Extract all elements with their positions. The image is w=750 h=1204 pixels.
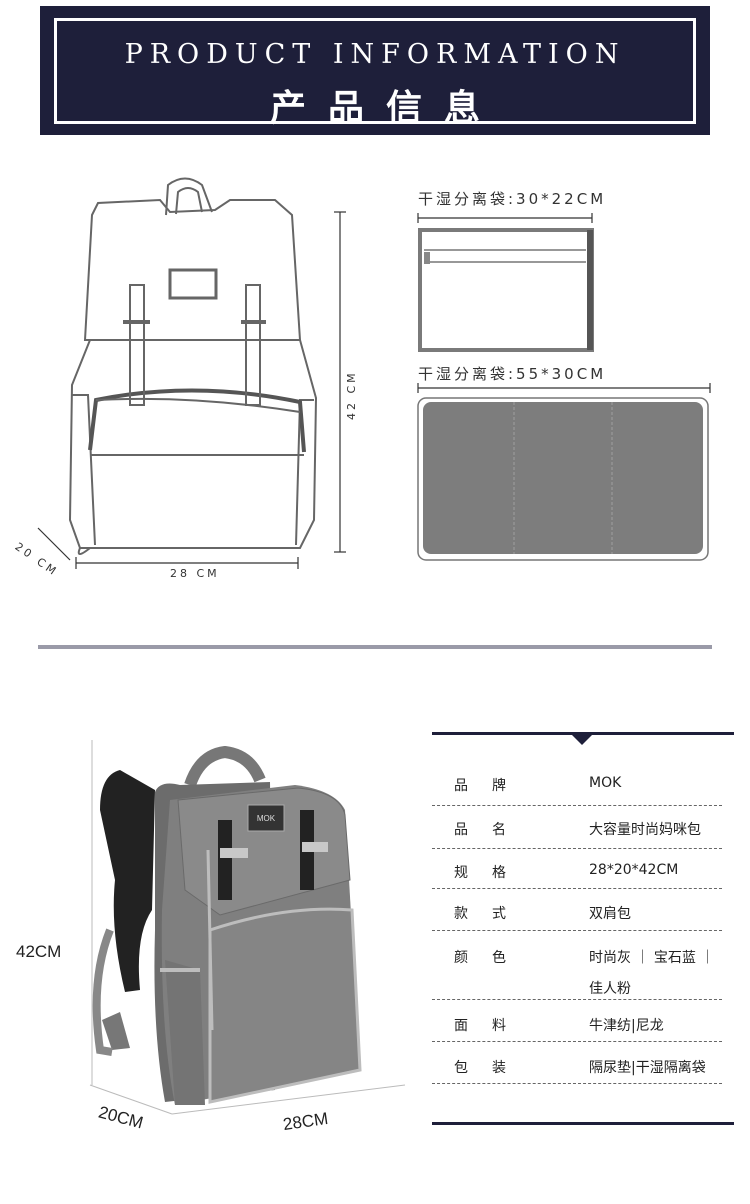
spec-value: 时尚灰 ｜ 宝石蓝 ｜ <box>589 950 715 966</box>
svg-text:MOK: MOK <box>257 814 276 823</box>
spec-value: 隔尿垫|干湿隔离袋 <box>589 1060 706 1076</box>
spec-value: 大容量时尚妈咪包 <box>589 822 701 838</box>
section-divider <box>38 645 712 649</box>
sketch-height-label: 42 CM <box>345 370 358 420</box>
spec-row-brand: 品牌 MOK <box>432 765 722 806</box>
spec-value: MOK <box>589 775 622 791</box>
spec-value: 牛津纺|尼龙 <box>589 1018 664 1034</box>
spec-value: 28*20*42CM <box>589 862 679 878</box>
title-cn: 产品信息 <box>269 88 502 129</box>
spec-table-bottom-rule <box>432 1122 734 1125</box>
spec-row-style: 款式 双肩包 <box>432 889 722 931</box>
spec-label: 面料 <box>454 1018 530 1034</box>
photo-height-label: 42CM <box>16 942 62 961</box>
spec-label: 包装 <box>454 1060 530 1076</box>
backpack-photo: MOK <box>89 740 406 1115</box>
spec-value-continued: 佳人粉 <box>589 981 631 997</box>
spec-label: 款式 <box>454 906 530 922</box>
banner-frame: PRODUCT INFORMATION 产品信息 <box>54 18 696 129</box>
spec-row-fabric: 面料 牛津纺|尼龙 <box>432 1000 722 1042</box>
spec-row-name: 品名 大容量时尚妈咪包 <box>432 806 722 849</box>
spec-value: 双肩包 <box>589 906 631 922</box>
spec-label: 规格 <box>454 865 530 881</box>
backpack-sketch <box>37 177 346 569</box>
large-pouch-label: 干湿分离袋:55*30CM <box>418 365 607 383</box>
header-banner: PRODUCT INFORMATION 产品信息 <box>40 6 710 135</box>
spec-label: 品名 <box>454 822 530 838</box>
changing-mat <box>417 383 711 561</box>
spec-row-size: 规格 28*20*42CM <box>432 849 722 889</box>
spec-row-color: 颜色 时尚灰 ｜ 宝石蓝 ｜ 佳人粉 <box>432 931 722 1000</box>
spec-table-notch <box>572 735 592 745</box>
spec-row-package: 包装 隔尿垫|干湿隔离袋 <box>432 1042 722 1084</box>
sketch-width-label: 28 CM <box>170 567 220 580</box>
spec-label: 颜色 <box>454 950 530 966</box>
title-en: PRODUCT INFORMATION <box>124 39 626 70</box>
small-pouch <box>417 213 594 352</box>
small-pouch-label: 干湿分离袋:30*22CM <box>418 190 607 208</box>
spec-label: 品牌 <box>454 778 530 794</box>
spec-table-top-rule <box>432 732 734 735</box>
